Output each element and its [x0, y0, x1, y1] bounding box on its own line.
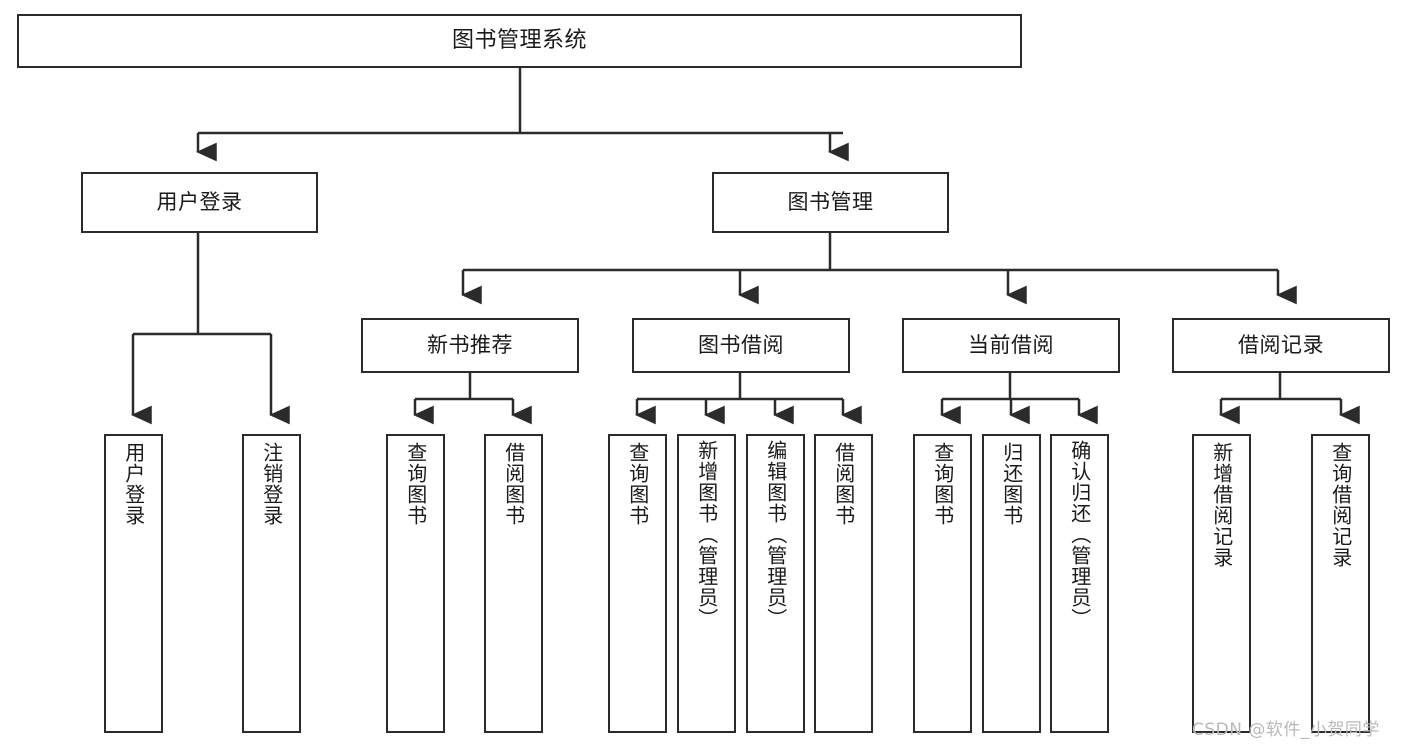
node-user-login[interactable]: 用户登录: [81, 172, 318, 233]
leaf-borrow-borrow-book[interactable]: 借阅图书: [814, 434, 873, 733]
node-current-borrow[interactable]: 当前借阅: [902, 318, 1120, 373]
node-label: 查询借阅记录: [1328, 442, 1353, 568]
leaf-borrow-edit-book-admin[interactable]: 编辑图书（管理员）: [746, 434, 805, 733]
leaf-borrow-add-book-admin[interactable]: 新增图书（管理员）: [677, 434, 736, 733]
node-label: 借阅记录: [1238, 333, 1324, 358]
leaf-recommend-query-book[interactable]: 查询图书: [386, 434, 445, 733]
leaf-borrow-query-book[interactable]: 查询图书: [608, 434, 667, 733]
node-label: 用户登录: [156, 190, 243, 215]
node-label: 新书推荐: [427, 333, 513, 358]
node-label: 确认归还（管理员）: [1067, 440, 1092, 629]
node-new-book-recommend[interactable]: 新书推荐: [361, 318, 579, 373]
leaf-record-add-record[interactable]: 新增借阅记录: [1192, 434, 1251, 733]
node-label: 图书借阅: [698, 333, 784, 358]
node-label: 查询图书: [625, 442, 650, 526]
node-label: 注销登录: [259, 442, 284, 526]
node-label: 查询图书: [930, 442, 955, 526]
leaf-record-query-record[interactable]: 查询借阅记录: [1311, 434, 1370, 733]
node-book-borrow[interactable]: 图书借阅: [632, 318, 850, 373]
node-label: 图书管理: [787, 190, 874, 215]
leaf-user-login[interactable]: 用户登录: [104, 434, 163, 733]
node-label: 新增借阅记录: [1209, 442, 1234, 568]
node-borrow-record[interactable]: 借阅记录: [1172, 318, 1390, 373]
node-label: 借阅图书: [831, 442, 856, 526]
node-label: 归还图书: [999, 442, 1024, 526]
node-label: 查询图书: [403, 442, 428, 526]
node-label: 新增图书（管理员）: [694, 440, 719, 629]
node-root-system[interactable]: 图书管理系统: [17, 14, 1022, 68]
leaf-current-query-book[interactable]: 查询图书: [913, 434, 972, 733]
node-book-management[interactable]: 图书管理: [712, 172, 949, 233]
leaf-current-return-book[interactable]: 归还图书: [982, 434, 1041, 733]
leaf-recommend-borrow-book[interactable]: 借阅图书: [484, 434, 543, 733]
node-label: 用户登录: [121, 442, 146, 526]
leaf-user-logout[interactable]: 注销登录: [242, 434, 301, 733]
node-label: 借阅图书: [501, 442, 526, 526]
watermark-text: CSDN @软件_小贺同学: [1192, 720, 1380, 740]
node-label: 图书管理系统: [451, 28, 587, 54]
node-label: 当前借阅: [968, 333, 1054, 358]
leaf-current-confirm-return-admin[interactable]: 确认归还（管理员）: [1050, 434, 1109, 733]
node-label: 编辑图书（管理员）: [763, 440, 788, 629]
